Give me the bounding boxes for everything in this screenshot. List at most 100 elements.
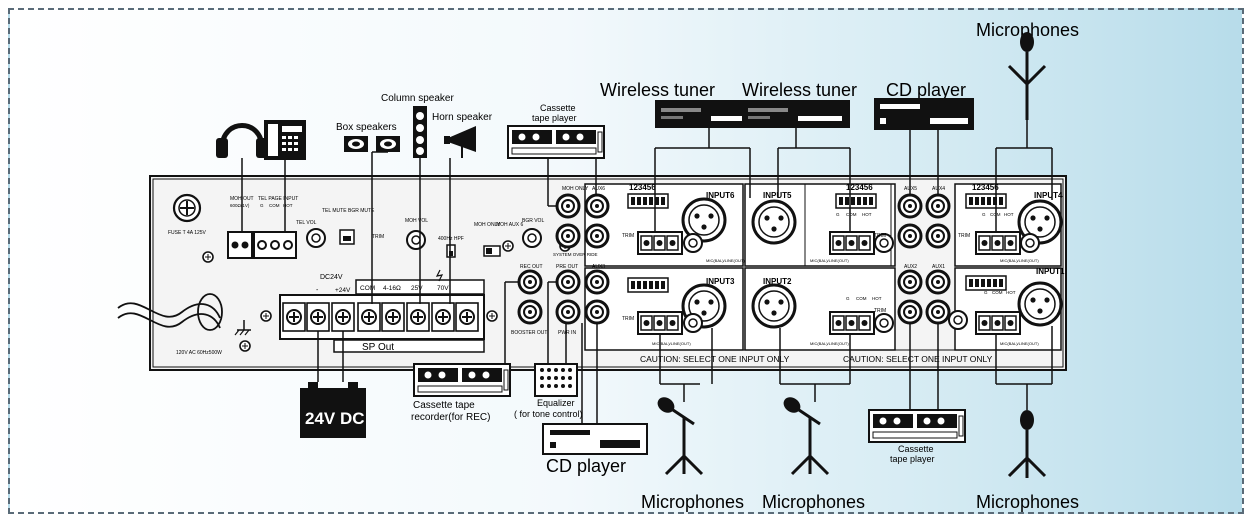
cassette-bottom-label-1: Cassette xyxy=(898,444,934,454)
wireless-tuner-1-label: Wireless tuner xyxy=(600,80,715,100)
input5-hot-label: HOT xyxy=(862,212,872,217)
microphone-stand-icon xyxy=(1007,30,1047,122)
input6-mic-line-label: MIC(BAL)/LINE(OUT) xyxy=(706,258,745,263)
trim-6-knob xyxy=(683,233,703,253)
column-speaker-icon xyxy=(413,106,427,158)
aux1-jack-bottom xyxy=(925,299,951,325)
battery-icon xyxy=(300,382,366,438)
input2-hot-label: HOT xyxy=(872,296,882,301)
trim-3-knob xyxy=(683,313,703,333)
cd-player-bottom xyxy=(542,423,648,455)
microphone-stand-icon xyxy=(779,392,830,476)
tel-page-input-label: TEL PAGE INPUT xyxy=(258,196,298,202)
input3-label: INPUT3 xyxy=(706,277,735,286)
wireless-tuner-2-label: Wireless tuner xyxy=(742,80,857,100)
cassette-player-bottom xyxy=(868,409,966,443)
connection-wires xyxy=(241,120,1053,424)
dc24v-label: DC24V xyxy=(320,274,343,281)
microphones-bottom-3-label: Microphones xyxy=(976,492,1079,512)
sp-25v-label: 25V xyxy=(411,285,423,292)
dip-numbers-5: 123456 xyxy=(846,183,873,192)
aux6-jack-top xyxy=(584,193,610,219)
tel-page-terminal xyxy=(253,231,297,259)
aux6-jack-bottom xyxy=(584,223,610,249)
input3-mic-line-label: MIC(BAL)/LINE(OUT) xyxy=(652,341,691,346)
headphones-icon xyxy=(216,123,268,158)
microphone-stand-icon xyxy=(653,392,704,476)
panel-screw xyxy=(202,251,214,263)
aux4-jack-bottom xyxy=(925,223,951,249)
sp-out-bar xyxy=(333,339,485,353)
equalizer-label-1: Equalizer xyxy=(537,398,575,408)
microphones-bottom-1-label: Microphones xyxy=(641,492,744,512)
aux1-label: AUX1 xyxy=(932,264,945,270)
input4-mic-line-label: MIC(BAL)/LINE(OUT) xyxy=(1000,258,1039,263)
input1-terminal xyxy=(975,311,1021,335)
cassette-player-top xyxy=(507,125,605,159)
aux2-jack-top xyxy=(897,269,923,295)
aux2-label: AUX2 xyxy=(904,264,917,270)
caution-left: CAUTION: SELECT ONE INPUT ONLY xyxy=(640,354,790,364)
cd-player-top-label: CD player xyxy=(886,80,966,100)
cd-player-top xyxy=(874,98,974,130)
moh-only-label: MOH ONLY xyxy=(474,222,501,228)
moh-only-jack-label: MOH ONLY xyxy=(562,186,589,192)
dc-plus2-screw xyxy=(331,302,355,332)
system-override-jack xyxy=(555,223,581,249)
sp-out-label: SP Out xyxy=(362,342,394,353)
aux2-jack-bottom xyxy=(897,299,923,325)
aux4-jack-top xyxy=(925,193,951,219)
system-override-label: SYSTEM OVER RIDE xyxy=(553,252,598,257)
moh-out-sub-label: 600Ω(1V) xyxy=(230,203,250,208)
caution-right: CAUTION: SELECT ONE INPUT ONLY xyxy=(843,354,993,364)
sp-70v-label: 70V xyxy=(437,285,449,292)
hpf-switch-lever xyxy=(449,251,453,256)
battery-label: 24V DC xyxy=(305,409,365,428)
sp-25v-screw xyxy=(406,302,430,332)
sp-70v-b-screw xyxy=(455,302,479,332)
input1-label: INPUT1 xyxy=(1036,267,1065,276)
aux6-label: AUX6 xyxy=(592,186,605,192)
microphone-stand-icon xyxy=(1007,410,1047,478)
moh-select-lever xyxy=(486,248,492,254)
input4-hot-label: HOT xyxy=(1004,212,1014,217)
booster-out-label: BOOSTER OUT xyxy=(511,330,547,336)
dc-minus-label: - xyxy=(316,287,319,294)
dip-numbers-6: 123456 xyxy=(629,183,656,192)
dip-switch-6 xyxy=(627,193,669,209)
aux5-jack-bottom xyxy=(897,223,923,249)
cassette-recorder-label-2: recorder(for REC) xyxy=(411,412,490,423)
mains-label: 120V AC 60Hz500W xyxy=(176,350,222,356)
moh-out-terminal xyxy=(227,231,253,259)
aux1-jack-top xyxy=(925,269,951,295)
dc-minus-screw xyxy=(282,302,306,332)
tel-com-label: COM xyxy=(269,203,280,208)
input5-com-label: COM xyxy=(846,212,857,217)
fuse-icon xyxy=(172,193,202,223)
trim-6-label: TRIM xyxy=(622,233,634,239)
input3-terminal xyxy=(637,311,683,335)
dip-switch-4 xyxy=(965,193,1007,209)
dip-switch-5 xyxy=(835,193,877,209)
input5-mic-line-label: MIC(BAL)/LINE(OUT) xyxy=(810,258,849,263)
horn-speaker-icon xyxy=(444,126,476,158)
power-cord-icon xyxy=(117,293,223,331)
high-voltage-icon xyxy=(435,269,444,282)
wireless-tuner-2 xyxy=(742,100,850,128)
ground-icon xyxy=(234,320,251,336)
moh-vol-knob xyxy=(406,230,426,250)
input5-terminal xyxy=(829,231,875,255)
trim-1-knob xyxy=(948,310,968,330)
telephone-icon xyxy=(264,120,306,160)
tel-hot-label: HOT xyxy=(283,203,293,208)
bgr-vol-knob xyxy=(522,228,542,248)
dip-switch-3 xyxy=(627,277,669,293)
column-speaker-label: Column speaker xyxy=(381,93,454,104)
box-speaker-icon xyxy=(376,136,400,152)
dc-plus24-label: +24V xyxy=(335,287,351,294)
sp-70v-screw xyxy=(431,302,455,332)
trim-4-label: TRIM xyxy=(958,233,970,239)
input6-terminal xyxy=(637,231,683,255)
input1-com-label: COM xyxy=(992,290,1003,295)
